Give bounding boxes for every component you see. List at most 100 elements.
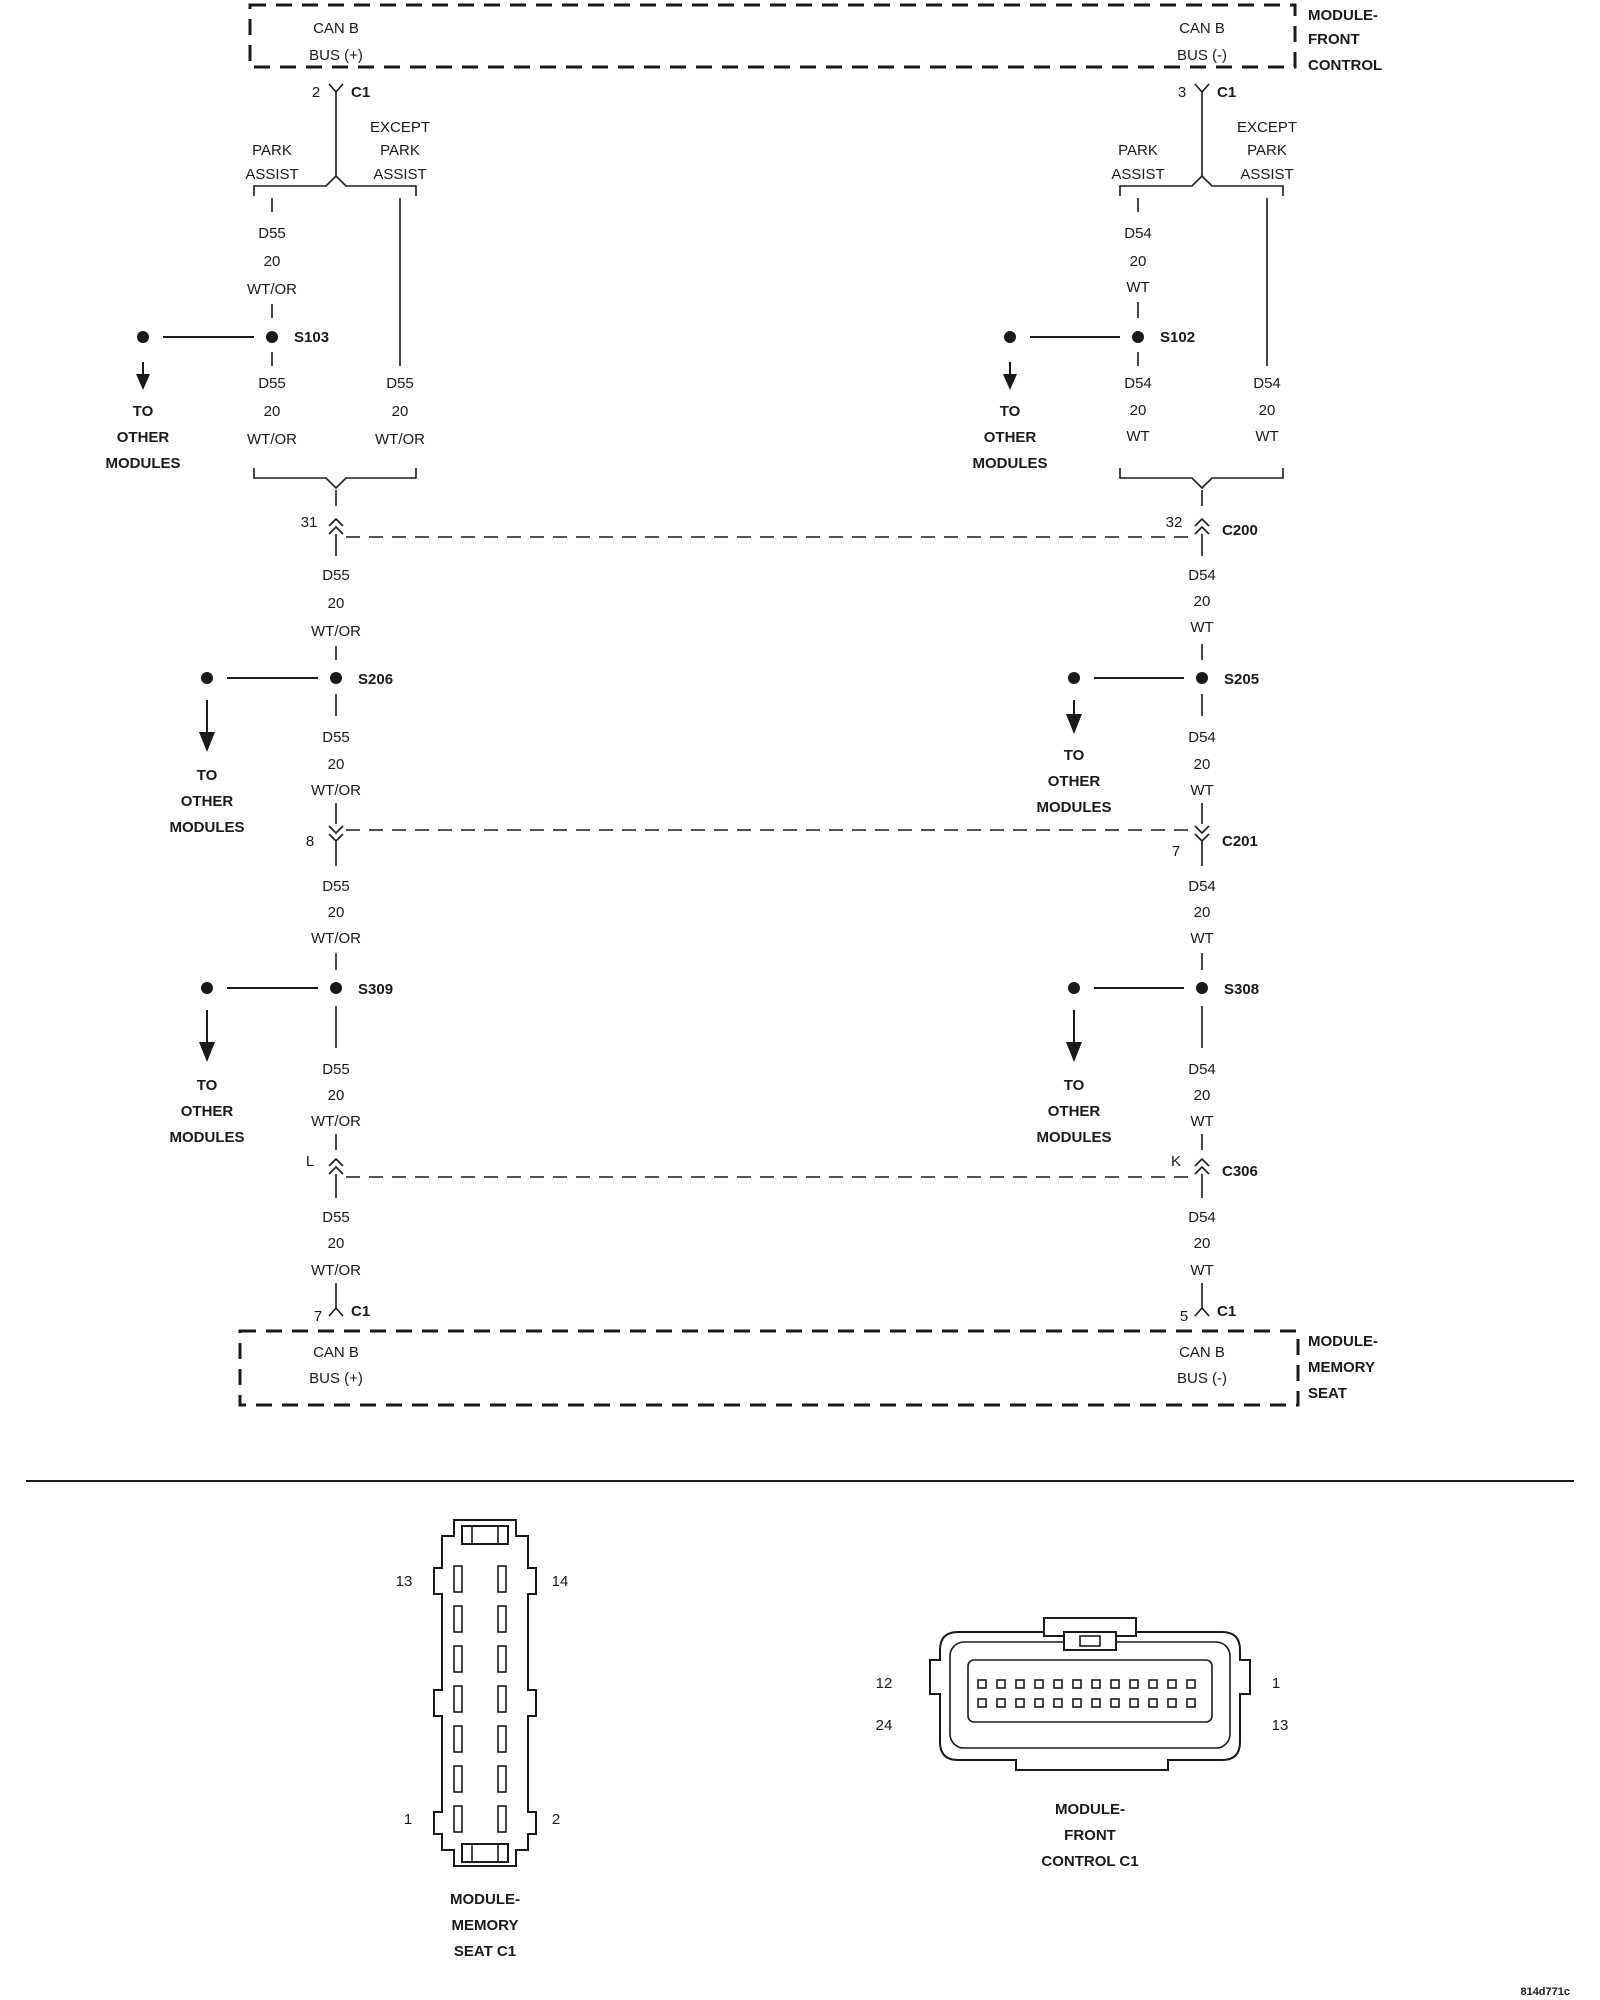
- fc-c1-left: 2 C1: [312, 83, 370, 101]
- right-wire-gauge-3: 20: [1259, 402, 1276, 419]
- fc-right-pin-line1: CAN B: [1179, 20, 1225, 37]
- s309-to-line1: TO: [197, 1077, 218, 1094]
- fc-pin-cavity: [996, 1698, 1006, 1708]
- right-wire-code-2: D54: [1124, 375, 1152, 392]
- ms-pin-cavity: [453, 1805, 463, 1833]
- s308-to-line1: TO: [1064, 1077, 1085, 1094]
- right-wire-code-7: D54: [1188, 1061, 1216, 1078]
- left-wire-gauge-8: 20: [328, 1235, 345, 1252]
- right-wire-gauge-7: 20: [1194, 1087, 1211, 1104]
- s308-branch-dot: [1068, 982, 1080, 994]
- ms-left-connector-name: C1: [351, 1303, 370, 1320]
- s103-arrow-head: [136, 374, 150, 390]
- s206-branch-dot: [201, 672, 213, 684]
- s308-label: S308: [1224, 981, 1259, 998]
- right-park-assist-line2: ASSIST: [1111, 166, 1164, 183]
- ms-c1-label-bottom-right: 2: [552, 1811, 560, 1828]
- ms-left-pin-line2: BUS (+): [309, 1370, 363, 1387]
- right-branch-options: PARK ASSIST EXCEPT PARK ASSIST: [1111, 119, 1297, 196]
- ms-pin-cavity: [453, 1725, 463, 1753]
- right-except-line2: PARK: [1247, 142, 1287, 159]
- inline-connector-c200: 31 32 C200: [301, 514, 1258, 539]
- c200-label: C200: [1222, 522, 1258, 539]
- figure-id: 814d771c: [1520, 1986, 1570, 1998]
- fc-pin-cavity: [1167, 1679, 1177, 1689]
- fc-name-line2: FRONT: [1308, 31, 1360, 48]
- ms-pin-cavity: [453, 1565, 463, 1593]
- c306-right-pin: K: [1171, 1153, 1181, 1170]
- s308-to-line3: MODULES: [1037, 1129, 1112, 1146]
- inline-connector-c201: 8 7 C201: [306, 825, 1258, 860]
- ms-pin-cavity: [497, 1605, 507, 1633]
- s309-to-line3: MODULES: [170, 1129, 245, 1146]
- fc-c1-caption-line1: MODULE-: [1055, 1801, 1125, 1818]
- s102-label: S102: [1160, 329, 1195, 346]
- left-wire-gauge-3: 20: [392, 403, 409, 420]
- s206-to-line2: OTHER: [181, 793, 234, 810]
- module-front-control: CAN B BUS (+) CAN B BUS (-) MODULE- FRON…: [248, 3, 1382, 74]
- ms-c1-bottom-latch: [461, 1843, 509, 1863]
- fc-name-line3: CONTROL: [1308, 57, 1382, 74]
- fc-pin-cavity: [1091, 1698, 1101, 1708]
- c306-label: C306: [1222, 1163, 1258, 1180]
- fc-c1-caption-line2: FRONT: [1064, 1827, 1116, 1844]
- c201-left-pin: 8: [306, 833, 314, 850]
- s309-dot: [330, 982, 342, 994]
- s206-to-line3: MODULES: [170, 819, 245, 836]
- fc-c1-latch-body: [1063, 1631, 1117, 1651]
- left-wire-code-6: D55: [322, 878, 350, 895]
- s309-to-line2: OTHER: [181, 1103, 234, 1120]
- ms-name-line2: MEMORY: [1308, 1359, 1375, 1376]
- fc-pin-cavity: [1091, 1679, 1101, 1689]
- right-wire-gauge-1: 20: [1130, 253, 1147, 270]
- fc-pin-cavity: [1167, 1698, 1177, 1708]
- right-merge-brace: [1119, 468, 1284, 490]
- front-control-c1-view: 12 1 24 13 MODULE- FRONT CONTROL C1: [876, 1617, 1288, 1870]
- s308-to-line2: OTHER: [1048, 1103, 1101, 1120]
- left-except-line1: EXCEPT: [370, 119, 430, 136]
- right-wire-color-3: WT: [1255, 428, 1278, 445]
- inline-connector-c306: L K C306: [306, 1153, 1258, 1180]
- fc-pin-cavity: [1186, 1698, 1196, 1708]
- s309-label: S309: [358, 981, 393, 998]
- right-wire-color-1: WT: [1126, 279, 1149, 296]
- left-wire-gauge-2: 20: [264, 403, 281, 420]
- left-wire-code-8: D55: [322, 1209, 350, 1226]
- right-wire-code-5: D54: [1188, 729, 1216, 746]
- s102-branch-dot: [1004, 331, 1016, 343]
- fc-pin-cavity: [977, 1679, 987, 1689]
- left-wire-code-3: D55: [386, 375, 414, 392]
- fc-pin-cavity: [1053, 1679, 1063, 1689]
- right-wire-code-4: D54: [1188, 567, 1216, 584]
- fc-pin-cavity: [1148, 1698, 1158, 1708]
- fc-pin-cavity: [1110, 1679, 1120, 1689]
- fc-left-pin-line1: CAN B: [313, 20, 359, 37]
- ms-name-line1: MODULE-: [1308, 1333, 1378, 1350]
- s206-to-line1: TO: [197, 767, 218, 784]
- fc-pin-cavity: [1129, 1679, 1139, 1689]
- ms-pin-cavity: [497, 1725, 507, 1753]
- right-wire-gauge-2: 20: [1130, 402, 1147, 419]
- s309-arrow-head: [199, 1042, 215, 1062]
- fc-right-connector-name: C1: [1217, 84, 1236, 101]
- c306-left-symbol: [328, 1157, 344, 1175]
- right-wire-gauge-6: 20: [1194, 904, 1211, 921]
- ms-pin-cavity: [453, 1685, 463, 1713]
- ms-pin-cavity: [453, 1765, 463, 1793]
- s309-branch-dot: [201, 982, 213, 994]
- left-wire-color-4: WT/OR: [311, 623, 361, 640]
- ms-pin-cavity: [497, 1765, 507, 1793]
- right-wire-gauge-4: 20: [1194, 593, 1211, 610]
- splice-s102: S102 TO OTHER MODULES: [973, 329, 1196, 472]
- fc-c1-label-bottom-left: 24: [876, 1717, 893, 1734]
- ms-pin-cavity: [497, 1645, 507, 1673]
- ms-c1-caption-line2: MEMORY: [452, 1917, 519, 1934]
- memory-seat-c1-view: 13 14 1 2 MODULE- MEMORY SEAT C1: [396, 1519, 569, 1960]
- fc-c1-right: 3 C1: [1178, 83, 1236, 101]
- ms-c1-pin-cavities: [453, 1565, 507, 1833]
- s205-branch-dot: [1068, 672, 1080, 684]
- right-park-assist-line1: PARK: [1118, 142, 1158, 159]
- c306-right-symbol: [1194, 1157, 1210, 1175]
- ms-c1-label-top-right: 14: [552, 1573, 569, 1590]
- s206-arrow-head: [199, 732, 215, 752]
